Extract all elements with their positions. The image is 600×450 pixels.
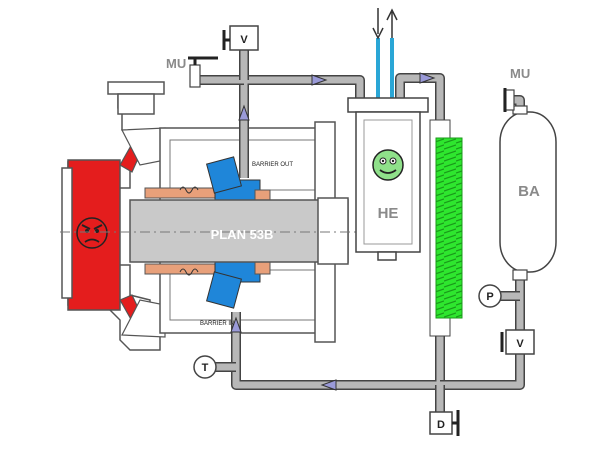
suction-flange: [107, 81, 165, 95]
coolant-lines: [372, 8, 398, 100]
ba-label: BA: [518, 183, 540, 200]
drain-valve: [429, 410, 460, 436]
mu-top-label: MU: [166, 56, 186, 71]
mechanical-seal-upper: [144, 156, 271, 203]
he-label: HE: [378, 205, 399, 222]
angry-face-icon: [76, 217, 108, 249]
barrier-in-label: BARRIER IN: [200, 321, 234, 327]
makeup-valve-right: [503, 88, 515, 112]
heat-exchanger: [347, 97, 429, 261]
isolation-valve-right: [500, 329, 535, 355]
pressure-gauge: [478, 284, 502, 308]
vent-valve-top: [222, 25, 259, 51]
mu-right-label: MU: [510, 66, 530, 81]
cooling-coil: [429, 119, 463, 337]
d-label: D: [437, 419, 445, 431]
barrier-out-label: BARRIER OUT: [252, 162, 293, 168]
t-label: T: [202, 362, 209, 374]
makeup-valve-top: [188, 56, 218, 88]
happy-face-icon: [372, 149, 404, 181]
temperature-gauge: [193, 355, 217, 379]
pump-shaft: [60, 197, 360, 265]
bladder-accumulator: [499, 105, 557, 281]
v-top-label: V: [240, 34, 248, 46]
v-right-label: V: [516, 338, 524, 350]
p-label: P: [486, 291, 493, 303]
flow-arrow-icon: [230, 72, 436, 391]
pump-casing: [61, 81, 166, 351]
plan-label: PLAN 53B: [211, 227, 274, 242]
